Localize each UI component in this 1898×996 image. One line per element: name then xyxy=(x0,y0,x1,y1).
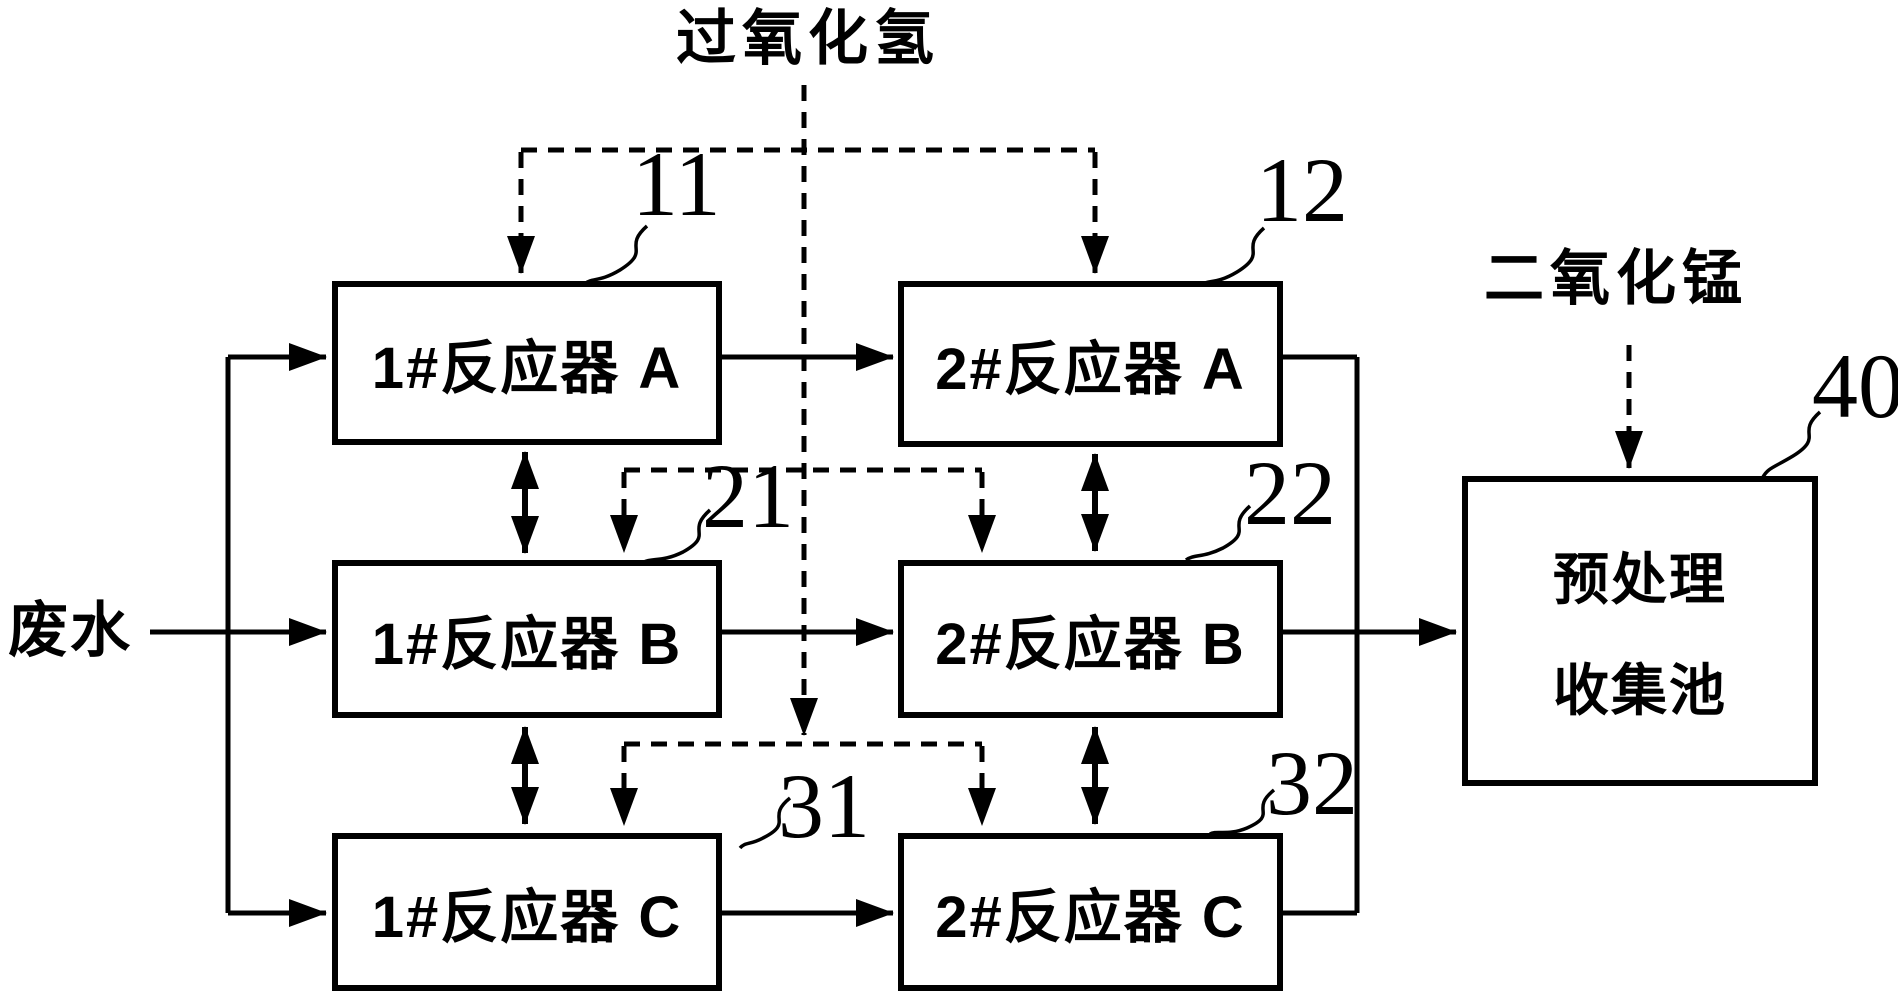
reactor-2c-box: 2#反应器 C xyxy=(898,833,1283,991)
collection-pool-box: 预处理 收集池 xyxy=(1462,476,1818,786)
ref-label-32: 32 xyxy=(1266,732,1358,834)
leader-11 xyxy=(584,224,649,285)
reactor-1a-box: 1#反应器 A xyxy=(332,281,722,445)
leader-40 xyxy=(1761,410,1822,478)
reactor-1c-label: 1#反应器 C xyxy=(371,885,683,950)
leader-31 xyxy=(738,796,792,850)
ref-label-40: 40 xyxy=(1812,335,1898,437)
reactor-1a-label: 1#反应器 A xyxy=(371,336,683,401)
wastewater-feed-lines xyxy=(150,343,327,927)
ref-label-21: 21 xyxy=(702,445,794,547)
reactor-1b-box: 1#反应器 B xyxy=(332,560,722,718)
manganese-dioxide-label: 二氧化锰 xyxy=(1484,245,1748,312)
collection-pool-label-line2: 收集池 xyxy=(1553,659,1727,722)
reactor-2b-label: 2#反应器 B xyxy=(935,612,1246,677)
leader-32 xyxy=(1209,788,1276,836)
reactor-2a-label: 2#反应器 A xyxy=(935,337,1246,402)
reactor-2c-label: 2#反应器 C xyxy=(935,885,1246,950)
reactor-1b-label: 1#反应器 B xyxy=(371,612,683,677)
h2o2-dosing-lines xyxy=(507,85,1109,826)
hydrogen-peroxide-label: 过氧化氢 xyxy=(676,5,940,72)
ref-label-12: 12 xyxy=(1256,139,1348,241)
leader-22 xyxy=(1184,504,1252,562)
exchange-arrows xyxy=(511,451,1109,825)
ref-label-22: 22 xyxy=(1244,442,1336,544)
leader-21 xyxy=(643,508,712,564)
ref-label-11: 11 xyxy=(632,133,721,235)
outlet-bus-lines xyxy=(1283,354,1457,916)
reactor-2b-box: 2#反应器 B xyxy=(898,560,1283,718)
reactor-2a-box: 2#反应器 A xyxy=(898,281,1283,447)
transfer-arrows xyxy=(722,343,894,927)
reactor-1c-box: 1#反应器 C xyxy=(332,833,722,991)
leader-12 xyxy=(1202,226,1266,286)
ref-label-31: 31 xyxy=(778,755,870,857)
wastewater-label: 废水 xyxy=(8,597,132,664)
collection-pool-label-line1: 预处理 xyxy=(1553,548,1727,611)
